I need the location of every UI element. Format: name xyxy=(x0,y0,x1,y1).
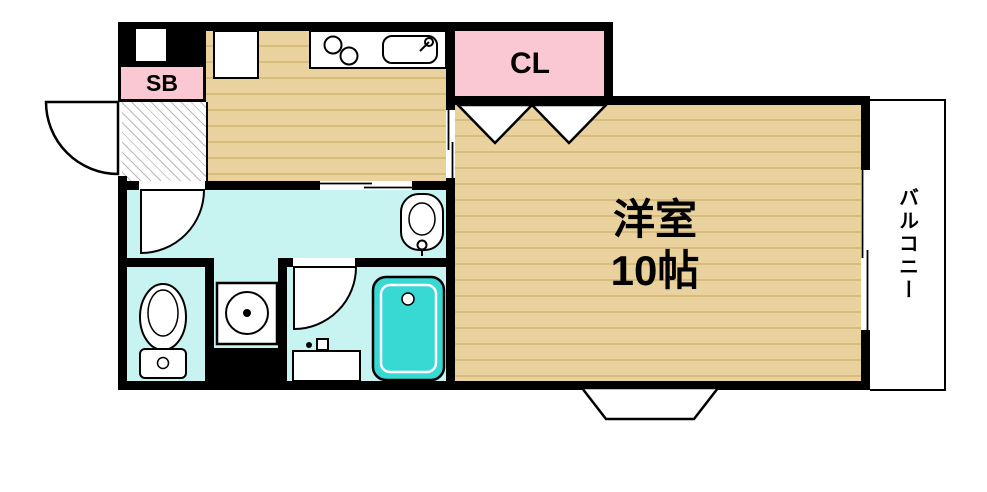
wall xyxy=(205,258,214,390)
wall xyxy=(205,348,287,390)
bathroom-vanity-icon xyxy=(292,350,361,382)
bathroom-faucet-icon xyxy=(316,338,329,351)
washbasin-icon xyxy=(408,202,436,236)
washing-machine-icon xyxy=(225,291,269,335)
closet-label: CL xyxy=(510,46,550,80)
balcony-window-opening xyxy=(861,170,870,330)
toilet-icon xyxy=(139,283,187,351)
washing-machine-icon xyxy=(243,309,251,317)
balcony xyxy=(870,99,946,391)
wall xyxy=(118,381,870,390)
bathtub-drain-icon xyxy=(401,292,415,306)
pipe-shaft xyxy=(136,29,166,61)
bathroom-faucet-icon xyxy=(306,342,312,348)
main-room-label: 洋室 10帖 xyxy=(480,190,830,300)
wall xyxy=(118,176,127,390)
shoe-box-label: SB xyxy=(118,64,206,102)
wall xyxy=(118,181,455,190)
sliding-door-opening xyxy=(446,110,455,178)
stove-burner-icon xyxy=(339,46,359,66)
bathtub-icon xyxy=(371,275,446,382)
kitchen-sink-icon xyxy=(382,35,438,64)
faucet-icon xyxy=(419,41,430,52)
closet-room xyxy=(455,31,604,96)
bay-window-step-icon xyxy=(579,386,721,421)
closet-bifold-door-icon xyxy=(529,103,609,145)
main-room-size: 10帖 xyxy=(610,247,700,294)
interior-door-swing-icon xyxy=(140,189,206,255)
bathtub-icon xyxy=(379,283,438,374)
wall xyxy=(278,258,287,390)
kitchen-counter-icon xyxy=(213,30,259,79)
door-opening xyxy=(139,181,205,190)
faucet-icon xyxy=(416,239,428,251)
balcony-label: バルコニー xyxy=(895,186,918,302)
wall xyxy=(604,22,613,105)
entrance-door-swing-icon xyxy=(44,100,120,176)
stove-burner-icon xyxy=(323,35,343,55)
main-room-name: 洋室 xyxy=(612,195,697,243)
door-opening xyxy=(293,258,355,267)
entrance-genkan xyxy=(122,102,208,181)
wall xyxy=(446,96,870,105)
bathroom-door-swing-icon xyxy=(293,266,358,331)
wall xyxy=(118,22,127,102)
main-room xyxy=(455,105,861,381)
wall xyxy=(446,22,455,390)
wall xyxy=(118,258,214,267)
wall xyxy=(278,258,455,267)
wall xyxy=(118,22,613,31)
toilet-tank-icon xyxy=(156,356,170,370)
closet-bifold-door-icon xyxy=(455,103,535,145)
toilet-icon xyxy=(147,289,179,337)
sliding-door-opening xyxy=(320,181,412,190)
